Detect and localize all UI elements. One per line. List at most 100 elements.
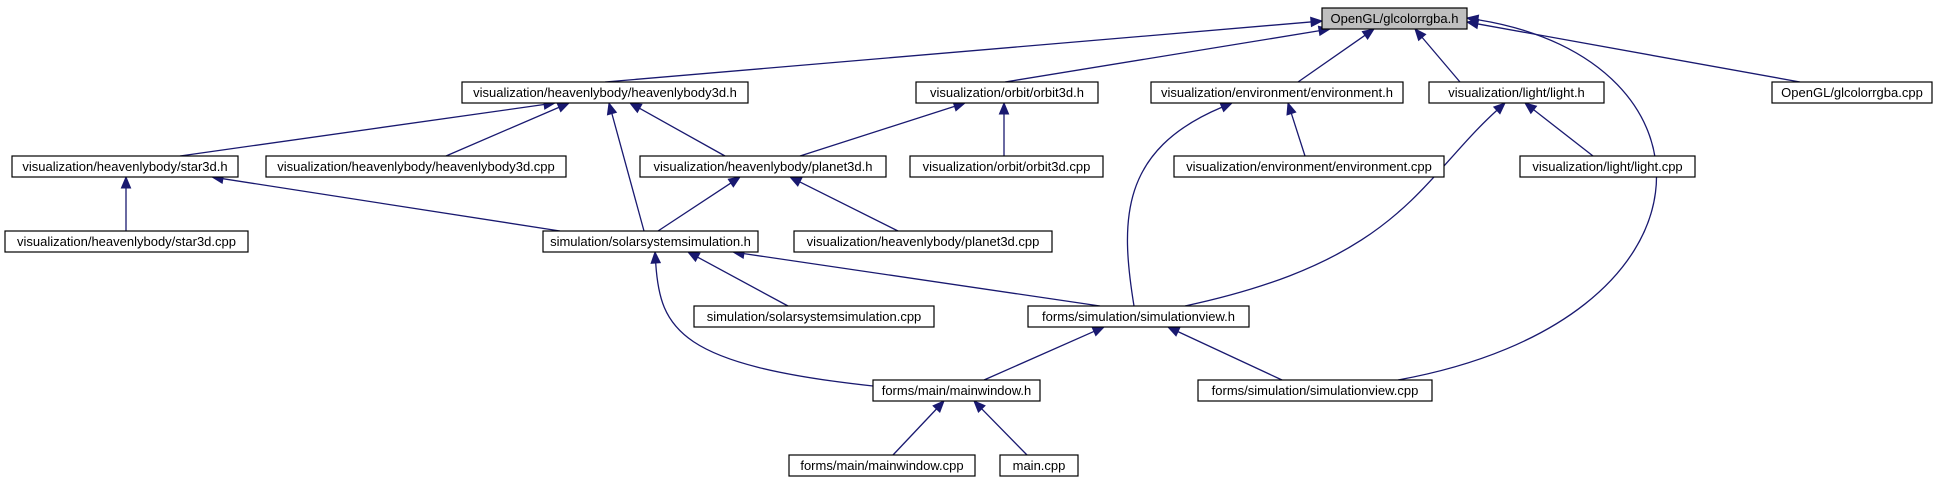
arrow-head-icon — [120, 175, 132, 189]
edge-line — [799, 105, 955, 157]
node-box — [1197, 379, 1433, 402]
arrow-head-icon — [1219, 102, 1234, 113]
edge-line — [1397, 19, 1658, 381]
edge-mainwindow_cpp-to-mainwindow_h — [892, 400, 945, 456]
node-environment-cpp[interactable]: visualization/environment/environment.cp… — [1173, 155, 1445, 178]
node-glcolorrgba-h[interactable]: OpenGL/glcolorrgba.h — [1321, 7, 1468, 30]
edge-line — [445, 106, 560, 157]
edge-environment_cpp-to-environment_h — [1286, 101, 1306, 157]
edge-simulationview_cpp-to-glcolorrgba_h — [1397, 14, 1658, 381]
arrow-head-icon — [1310, 16, 1324, 28]
node-box — [11, 155, 239, 178]
arrow-head-icon — [1091, 326, 1106, 337]
edge-light_h-to-glcolorrgba_h — [1414, 28, 1461, 83]
node-mainwindow-cpp[interactable]: forms/main/mainwindow.cpp — [788, 454, 976, 477]
edge-solarsystemsimulation_h-to-planet3d_h — [657, 176, 742, 232]
node-solarsystemsimulation-h[interactable]: simulation/solarsystemsimulation.h — [542, 230, 759, 253]
edge-line — [655, 262, 874, 387]
node-heavenlybody3d-cpp[interactable]: visualization/heavenlybody/heavenlybody3… — [265, 155, 567, 178]
arrow-head-icon — [686, 251, 701, 263]
node-heavenlybody3d-h[interactable]: visualization/heavenlybody/heavenlybody3… — [461, 81, 749, 104]
node-box — [542, 230, 759, 253]
edge-line — [639, 107, 726, 157]
edge-line — [1126, 106, 1223, 307]
node-box — [1428, 81, 1605, 104]
node-light-h[interactable]: visualization/light/light.h — [1428, 81, 1605, 104]
edge-simulationview_h-to-solarsystemsimulation_h — [731, 248, 1101, 307]
edge-line — [1004, 30, 1320, 83]
node-environment-h[interactable]: visualization/environment/environment.h — [1150, 81, 1404, 104]
edge-heavenlybody3d_h-to-glcolorrgba_h — [604, 16, 1324, 83]
node-orbit3d-h[interactable]: visualization/orbit/orbit3d.h — [915, 81, 1099, 104]
edge-line — [1297, 34, 1366, 83]
arrow-head-icon — [1414, 28, 1427, 42]
node-label: main.cpp — [1013, 458, 1066, 473]
node-label: visualization/orbit/orbit3d.cpp — [923, 159, 1091, 174]
edge-solarsystemsimulation_h-to-heavenlybody3d_h — [606, 101, 645, 232]
edge-line — [604, 21, 1312, 83]
node-label: visualization/heavenlybody/heavenlybody3… — [473, 85, 737, 100]
node-box — [1519, 155, 1696, 178]
node-box — [915, 81, 1099, 104]
node-box — [1771, 81, 1933, 104]
edge-solarsystemsimulation_h-to-star3d_h — [210, 173, 561, 232]
edge-mainwindow_h-to-solarsystemsimulation_h — [650, 250, 874, 387]
node-mainwindow-h[interactable]: forms/main/mainwindow.h — [872, 379, 1041, 402]
node-label: visualization/light/light.cpp — [1532, 159, 1682, 174]
node-simulationview-cpp[interactable]: forms/simulation/simulationview.cpp — [1197, 379, 1433, 402]
node-solarsystemsimulation-cpp[interactable]: simulation/solarsystemsimulation.cpp — [693, 305, 935, 328]
edge-planet3d_h-to-heavenlybody3d_h — [628, 102, 726, 157]
node-box — [793, 230, 1053, 253]
node-label: forms/main/mainwindow.h — [882, 383, 1032, 398]
node-main-cpp[interactable]: main.cpp — [999, 454, 1079, 477]
node-box — [693, 305, 935, 328]
arrow-head-icon — [727, 176, 742, 188]
edge-line — [1533, 109, 1594, 157]
edge-line — [222, 178, 561, 232]
edge-planet3d_cpp-to-planet3d_h — [788, 176, 899, 232]
node-label: OpenGL/glcolorrgba.h — [1331, 11, 1459, 26]
edge-simulationview_cpp-to-simulationview_h — [1166, 326, 1283, 381]
node-star3d-cpp[interactable]: visualization/heavenlybody/star3d.cpp — [4, 230, 249, 253]
arrow-head-icon — [606, 101, 618, 116]
edge-line — [981, 408, 1028, 456]
arrow-head-icon — [1492, 102, 1506, 115]
node-planet3d-cpp[interactable]: visualization/heavenlybody/planet3d.cpp — [793, 230, 1053, 253]
node-glcolorrgba-cpp[interactable]: OpenGL/glcolorrgba.cpp — [1771, 81, 1933, 104]
node-box — [265, 155, 567, 178]
edge-line — [1290, 113, 1306, 157]
node-box — [909, 155, 1104, 178]
edge-mainwindow_h-to-simulationview_h — [983, 326, 1106, 381]
node-planet3d-h[interactable]: visualization/heavenlybody/planet3d.h — [639, 155, 887, 178]
node-label: visualization/heavenlybody/star3d.cpp — [17, 234, 236, 249]
node-label: visualization/environment/environment.cp… — [1186, 159, 1432, 174]
node-label: simulation/solarsystemsimulation.cpp — [707, 309, 922, 324]
node-light-cpp[interactable]: visualization/light/light.cpp — [1519, 155, 1696, 178]
edge-line — [743, 252, 1101, 307]
node-box — [461, 81, 749, 104]
node-box — [4, 230, 249, 253]
node-orbit3d-cpp[interactable]: visualization/orbit/orbit3d.cpp — [909, 155, 1104, 178]
node-box — [872, 379, 1041, 402]
arrow-head-icon — [1361, 28, 1376, 40]
edge-simulationview_h-to-light_h — [1184, 102, 1506, 307]
node-simulationview-h[interactable]: forms/simulation/simulationview.h — [1027, 305, 1250, 328]
node-label: visualization/orbit/orbit3d.h — [930, 85, 1084, 100]
edge-line — [799, 181, 899, 232]
edge-star3d_cpp-to-star3d_h — [120, 175, 132, 231]
arrow-head-icon — [1465, 14, 1480, 26]
edge-orbit3d_cpp-to-orbit3d_h — [998, 101, 1010, 156]
node-label: visualization/light/light.h — [1448, 85, 1585, 100]
node-label: visualization/heavenlybody/planet3d.cpp — [807, 234, 1040, 249]
edge-simulationview_h-to-environment_h — [1126, 102, 1234, 307]
edge-line — [983, 330, 1095, 381]
node-label: OpenGL/glcolorrgba.cpp — [1781, 85, 1923, 100]
node-star3d-h[interactable]: visualization/heavenlybody/star3d.h — [11, 155, 239, 178]
edges-layer — [120, 14, 1801, 456]
node-box — [1027, 305, 1250, 328]
edge-line — [179, 103, 545, 157]
edge-planet3d_h-to-orbit3d_h — [799, 101, 967, 157]
arrow-head-icon — [556, 102, 571, 113]
edge-line — [611, 113, 645, 232]
